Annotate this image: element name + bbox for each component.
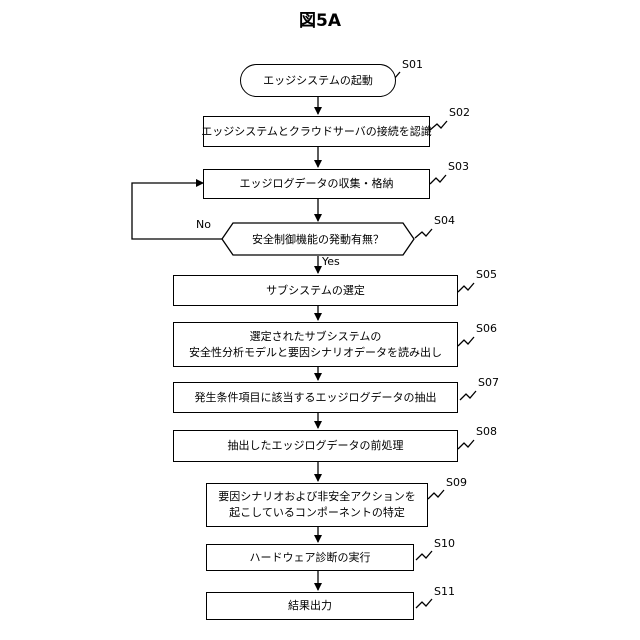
step-label-s05: S05: [476, 268, 497, 281]
branch-label-no: No: [196, 218, 211, 231]
decision-text: 安全制御機能の発動有無？: [252, 231, 384, 247]
leader-s06: [458, 337, 474, 346]
step-label-s03: S03: [448, 160, 469, 173]
leader-s05: [458, 283, 474, 292]
step-text: エッジシステムとクラウドサーバの接続を認識: [201, 124, 432, 140]
step-label-s01: S01: [402, 58, 423, 71]
step-text: 結果出力: [288, 598, 332, 614]
leader-s03: [430, 175, 446, 184]
leader-s02: [430, 121, 447, 130]
step-box-s11: 結果出力: [206, 592, 414, 620]
step-label-s02: S02: [449, 106, 470, 119]
leader-s10: [416, 551, 432, 560]
step-label-s09: S09: [446, 476, 467, 489]
step-text-line-2: 安全性分析モデルと要因シナリオデータを読み出し: [189, 345, 442, 361]
leader-s04: [415, 229, 432, 238]
step-label-s06: S06: [476, 322, 497, 335]
figure-title: 図5A: [0, 6, 640, 31]
step-text: 抽出したエッジログデータの前処理: [228, 438, 404, 454]
step-box-s07: 発生条件項目に該当するエッジログデータの抽出: [173, 382, 458, 413]
step-text: サブシステムの選定: [266, 283, 365, 299]
step-box-s02: エッジシステムとクラウドサーバの接続を認識: [203, 116, 430, 147]
step-start-terminal: エッジシステムの起動: [240, 64, 396, 97]
step-label-s07: S07: [478, 376, 499, 389]
step-text-line-1: 要因シナリオおよび非安全アクションを: [218, 489, 415, 505]
step-box-s08: 抽出したエッジログデータの前処理: [173, 430, 458, 462]
branch-label-yes: Yes: [322, 255, 340, 268]
step-text-line-1: 選定されたサブシステムの: [250, 329, 382, 345]
step-label-s08: S08: [476, 425, 497, 438]
step-box-s10: ハードウェア診断の実行: [206, 544, 414, 571]
step-box-s03: エッジログデータの収集・格納: [203, 169, 430, 199]
leader-s09: [428, 490, 444, 499]
leader-s11: [416, 599, 432, 608]
leader-s08: [458, 440, 474, 449]
decision-s04: 安全制御機能の発動有無？: [222, 223, 414, 255]
step-box-s06: 選定されたサブシステムの 安全性分析モデルと要因シナリオデータを読み出し: [173, 322, 458, 367]
step-text: エッジログデータの収集・格納: [240, 176, 394, 192]
step-text: エッジシステムの起動: [263, 73, 373, 89]
step-label-s10: S10: [434, 537, 455, 550]
step-box-s09: 要因シナリオおよび非安全アクションを 起こしているコンポーネントの特定: [206, 483, 428, 527]
step-box-s05: サブシステムの選定: [173, 275, 458, 306]
step-text-line-2: 起こしているコンポーネントの特定: [229, 505, 405, 521]
step-text: ハードウェア診断の実行: [250, 550, 371, 566]
step-label-s04: S04: [434, 214, 455, 227]
leader-s07: [460, 391, 476, 400]
step-text: 発生条件項目に該当するエッジログデータの抽出: [195, 390, 437, 406]
step-label-s11: S11: [434, 585, 455, 598]
